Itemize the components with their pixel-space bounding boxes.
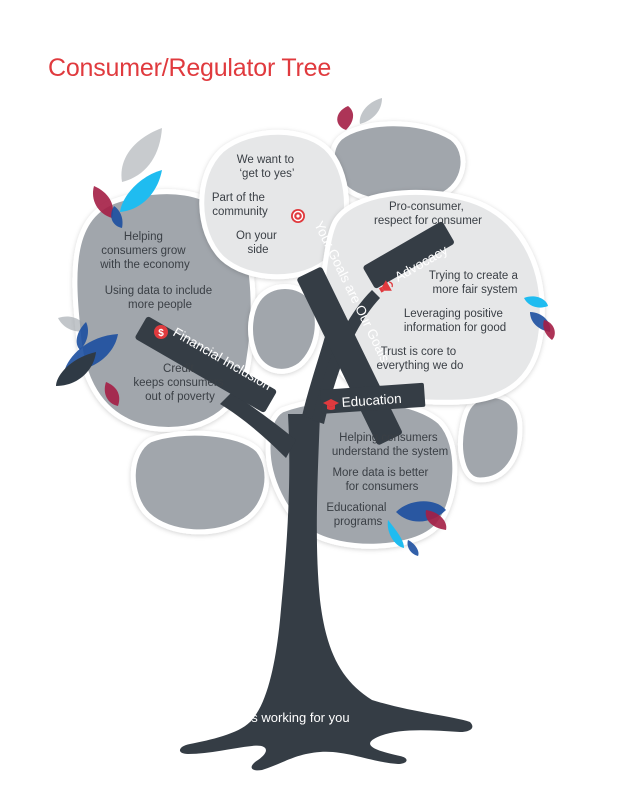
leaf-cluster-left-middle (56, 316, 120, 406)
leaf (58, 316, 88, 332)
megaphone-icon (378, 280, 393, 293)
leaf (111, 206, 123, 228)
goals-text-1: We want to ‘get to yes’ (237, 154, 298, 180)
advocacy-text-4: Trust is core to everything we do (377, 346, 464, 372)
leaf (524, 296, 548, 308)
leaf (104, 382, 120, 406)
education-text-2: More data is better for consumers (332, 467, 431, 493)
crown-blob-lower-left (130, 430, 270, 535)
leaf (407, 540, 419, 556)
target-icon (291, 209, 305, 223)
footer-caption: is working for you (248, 710, 349, 725)
goals-text-3: On your side (236, 230, 280, 256)
leaf (120, 170, 162, 212)
leaf (92, 186, 114, 218)
financial-text-group: Helping consumers grow with the economy … (99, 231, 226, 403)
dollar-cycle-icon: $ (154, 325, 168, 339)
leaf-cluster-top-right (337, 98, 382, 130)
advocacy-text-group: Pro-consumer, respect for consumer Tryin… (374, 201, 521, 372)
leaf-cluster-left-upper (92, 128, 162, 228)
advocacy-text-1: Pro-consumer, respect for consumer (374, 201, 482, 227)
financial-text-3: Credit keeps consumers out of poverty (133, 363, 226, 403)
branch-financial (220, 392, 296, 458)
leaf (425, 510, 447, 530)
leaf (121, 128, 162, 182)
leaf-cluster-bottom-right (387, 501, 447, 556)
financial-text-2: Using data to include more people (105, 285, 216, 311)
crown-blob-lower-right (458, 393, 523, 483)
branch-bar-advocacy (363, 221, 454, 289)
advocacy-text-3: Leveraging positive information for good (404, 308, 506, 334)
branch-label-education: Education (341, 391, 402, 410)
leaf-cluster-right-middle (524, 296, 555, 340)
trunk-body (179, 414, 473, 771)
leaf (543, 320, 555, 340)
graduation-cap-icon (323, 399, 339, 410)
education-text-3: Educational programs (326, 502, 389, 528)
leaf (337, 106, 354, 130)
leaf (56, 352, 96, 386)
advocacy-text-2: Trying to create a more fair system (429, 270, 521, 296)
financial-text-1: Helping consumers grow with the economy (99, 231, 190, 271)
goals-text-group: We want to ‘get to yes’ Part of the comm… (212, 154, 298, 256)
leaf (76, 322, 88, 350)
goals-text-2: Part of the community (212, 192, 268, 218)
education-text-group: Helping consumers understand the system … (326, 432, 448, 528)
leaf (359, 98, 382, 124)
svg-text:$: $ (158, 328, 164, 339)
education-text-1: Helping consumers understand the system (332, 432, 448, 458)
crown-light-blobs (199, 129, 545, 405)
leaf (387, 520, 404, 548)
crown-blob-center (248, 284, 320, 374)
page-title: Consumer/Regulator Tree (48, 54, 332, 82)
branch-bar-education (320, 382, 426, 414)
branch-bar-financial (135, 316, 277, 413)
